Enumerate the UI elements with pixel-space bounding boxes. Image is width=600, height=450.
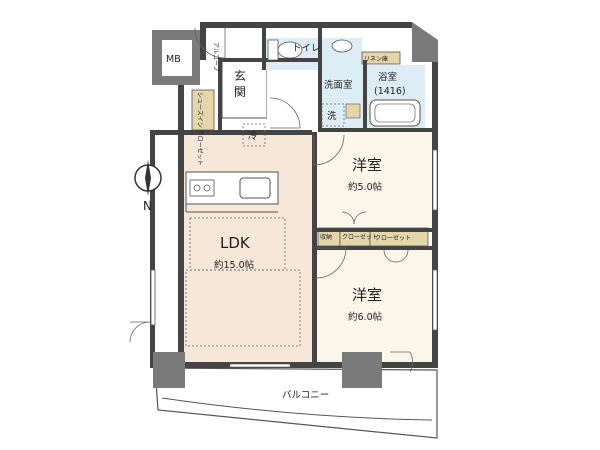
western-room-2-floor — [312, 250, 432, 368]
toilet-label: トイレ — [292, 43, 321, 54]
ldk-size: 約15.0帖 — [214, 259, 255, 271]
bath-size: (1416) — [374, 86, 406, 97]
shoe-closet-label: シューズイン クローゼット — [196, 92, 204, 166]
sink-icon — [331, 39, 353, 53]
bath-label: 浴室 — [378, 71, 397, 83]
washer-space — [321, 103, 345, 127]
fridge-space — [242, 123, 266, 147]
washroom-label: 洗面室 — [324, 79, 353, 91]
western-room-1-floor — [312, 132, 432, 230]
western-room-1-size: 約5.0帖 — [348, 181, 383, 193]
closet-label: クローゼット — [375, 234, 411, 242]
closet-small-label: クローゼット — [342, 233, 378, 241]
alcove-label: アルコーブ — [212, 42, 220, 71]
fridge-label: 冷 — [248, 130, 258, 142]
storage-label: 収納 — [320, 233, 332, 241]
western-room-1-label: 洋室 — [352, 156, 382, 174]
compass-north-label: N — [143, 199, 152, 213]
hall-floor — [267, 60, 312, 132]
pillars — [153, 22, 438, 388]
ldk-label: LDK — [220, 234, 251, 252]
windows — [150, 149, 438, 368]
entrance-label-1: 玄 — [234, 68, 246, 83]
bathtub — [369, 99, 421, 127]
entrance-label-2: 関 — [234, 85, 246, 99]
mb-label: MB — [166, 54, 181, 65]
toilet-fixture — [267, 39, 303, 61]
washroom-floor — [320, 65, 365, 130]
western-room-2-size: 約6.0帖 — [348, 311, 383, 323]
doors — [129, 27, 414, 373]
linen-label: リネン庫 — [364, 55, 388, 63]
linen-closet — [361, 51, 401, 65]
washer-label: 洗 — [327, 110, 337, 122]
compass: N — [134, 160, 162, 213]
entrance-floor — [221, 59, 268, 119]
stove-icon — [189, 179, 215, 197]
balcony-label: バルコニー — [282, 390, 329, 401]
western-room-2-label: 洋室 — [352, 286, 382, 304]
kitchen — [185, 123, 279, 213]
